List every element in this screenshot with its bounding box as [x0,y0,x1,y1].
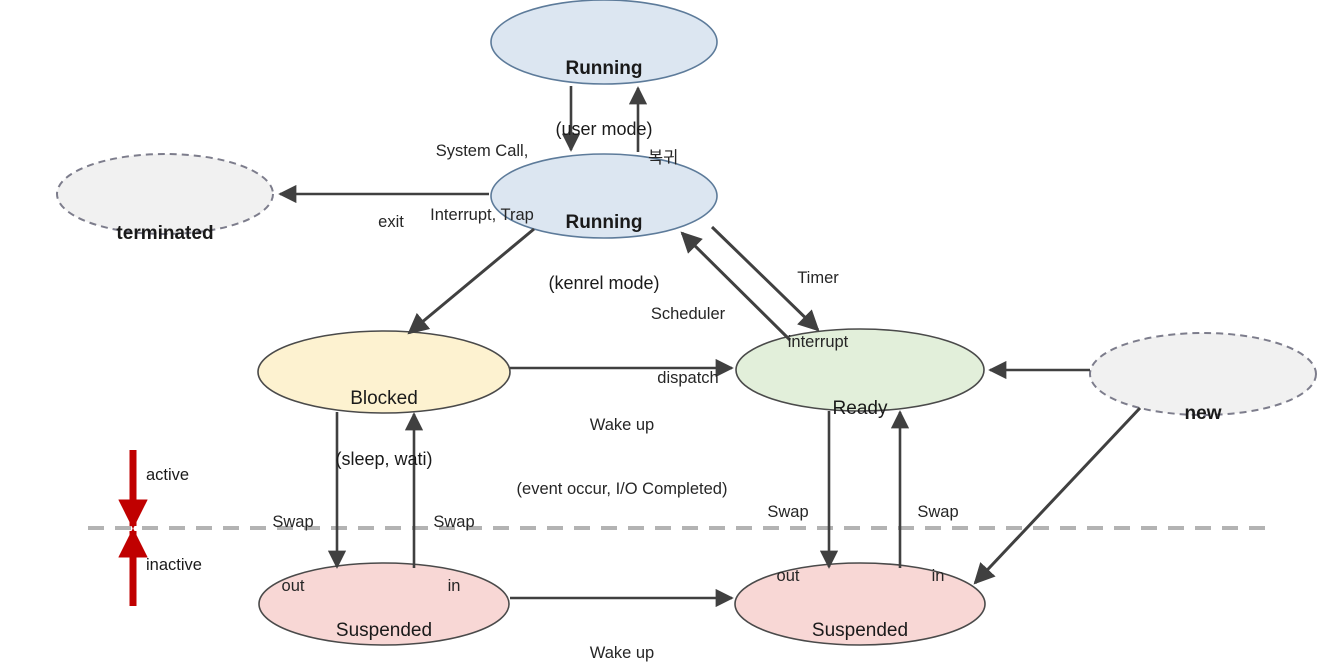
node-ready[interactable] [735,328,985,412]
node-new[interactable] [1089,332,1317,416]
edge-new-to-suspended-ready [973,406,1142,585]
node-blocked[interactable] [257,330,511,414]
node-suspended-blocked[interactable] [258,562,510,646]
edge-kernel-to-ready [710,225,820,332]
node-terminated[interactable] [56,153,274,235]
edge-ready-to-kernel [680,231,792,342]
label-inactive: inactive [146,556,202,574]
node-running-user[interactable] [490,0,718,85]
edge-kernel-to-blocked [407,227,535,335]
node-suspended-ready[interactable] [734,562,986,646]
node-running-kernel[interactable] [490,153,718,239]
label-active: active [146,466,190,484]
